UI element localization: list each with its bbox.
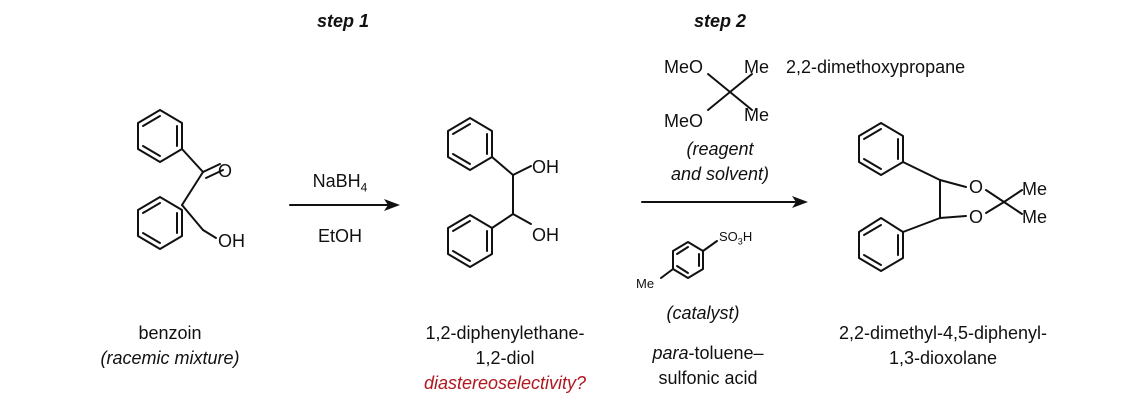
product-me-bottom: Me <box>1022 207 1048 227</box>
product-phenyl-top <box>858 122 904 176</box>
ptsa-name-line1: para-toluene– <box>652 343 764 363</box>
dmp-structure <box>707 73 753 111</box>
ptsa-structure <box>660 240 718 279</box>
diol-phenyl-bottom <box>447 214 493 268</box>
diol-name-line1: 1,2-diphenylethane- <box>425 323 585 343</box>
diol-structure <box>447 117 532 268</box>
diastereoselectivity-question: diastereoselectivity? <box>423 373 587 393</box>
product-name-line1: 2,2-dimethyl-4,5-diphenyl- <box>838 323 1048 343</box>
dmp-meo-top: MeO <box>664 57 704 77</box>
product-me-top: Me <box>1022 179 1048 199</box>
product-name-line2: 1,3-dioxolane <box>888 348 998 368</box>
ptsa-methyl: Me <box>636 276 655 291</box>
ptsa-role: (catalyst) <box>666 303 740 323</box>
product-phenyl-bottom <box>858 217 904 272</box>
product-structure <box>858 122 1023 272</box>
dmp-role-line2: and solvent) <box>670 164 770 184</box>
dmp-me-top: Me <box>744 57 770 77</box>
step-2-label: step 2 <box>693 11 747 31</box>
dmp-meo-bottom: MeO <box>664 111 704 131</box>
ptsa-so3h: SO3H <box>719 229 753 247</box>
benzoin-name: benzoin <box>138 323 202 343</box>
benzoin-structure <box>137 109 224 250</box>
step1-reductant: NaBH4 <box>312 171 368 195</box>
diol-oh-bottom: OH <box>532 225 559 245</box>
benzoin-carbonyl-o: O <box>218 161 233 181</box>
product-o-bottom: O <box>969 207 984 227</box>
product-o-top: O <box>969 177 984 197</box>
phenyl-ring-top <box>137 109 183 163</box>
step1-solvent: EtOH <box>317 226 363 246</box>
diol-phenyl-top <box>447 117 493 171</box>
ptsa-name-line2: sulfonic acid <box>658 368 758 388</box>
dmp-me-bottom: Me <box>744 105 770 125</box>
benzoin-note: (racemic mixture) <box>100 348 240 368</box>
diol-oh-top: OH <box>532 157 559 177</box>
step-1-label: step 1 <box>316 11 370 31</box>
diol-name-line2: 1,2-diol <box>475 348 535 368</box>
dmp-name: 2,2-dimethoxypropane <box>786 57 966 77</box>
benzoin-hydroxyl: OH <box>218 231 245 251</box>
phenyl-ring-bottom <box>137 196 183 250</box>
dmp-role-line1: (reagent <box>686 139 754 159</box>
